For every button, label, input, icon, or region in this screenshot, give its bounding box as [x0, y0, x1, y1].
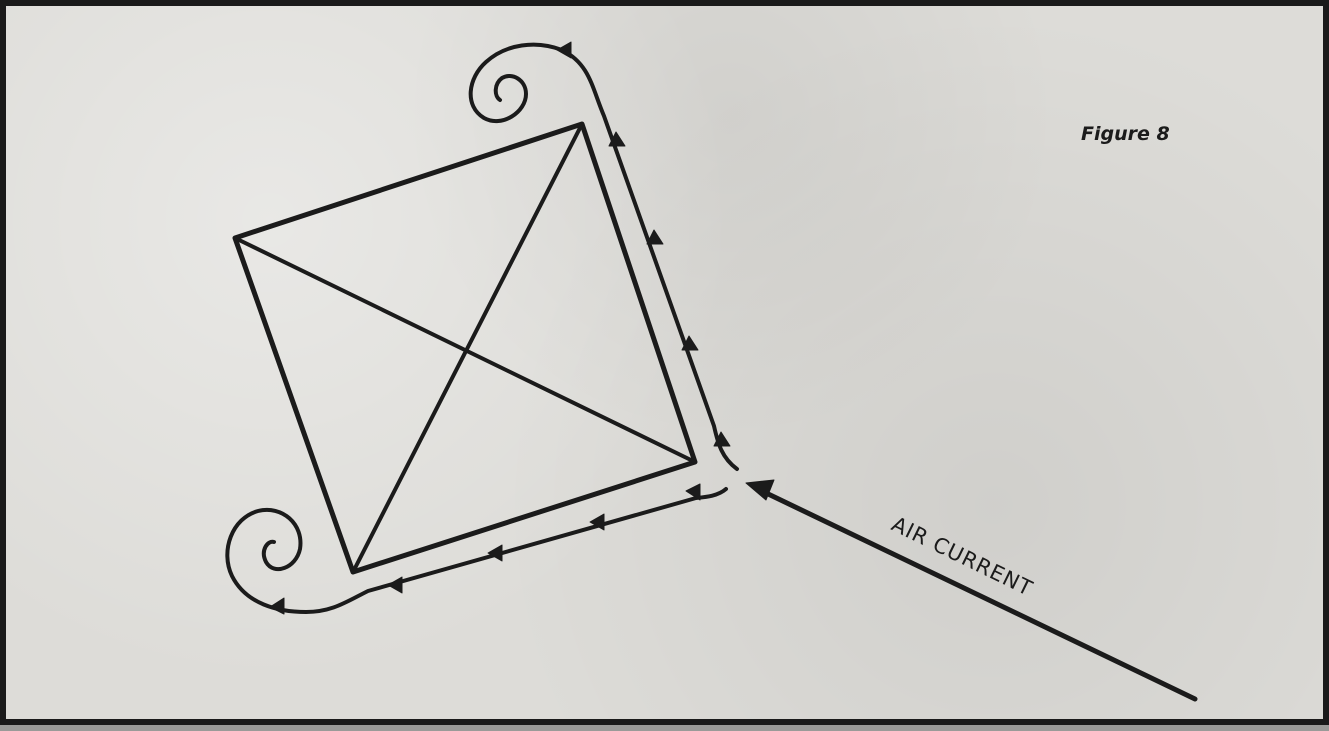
airflow-arrowhead — [488, 545, 502, 561]
airflow-arrowhead — [647, 230, 663, 244]
figure-caption: Figure 8 — [1081, 123, 1170, 145]
airflow-arrowhead — [270, 598, 284, 614]
air-current-arrow-shaft — [764, 492, 1195, 699]
kite-airflow-diagram: AIR CURRENT Figure 8 — [6, 6, 1329, 731]
airflow-arrowhead — [388, 577, 402, 593]
kite-diagonal-vertical — [353, 124, 582, 572]
airflow-arrowhead — [557, 42, 571, 58]
lower-airflow-path — [227, 489, 726, 612]
upper-airflow-path — [471, 45, 737, 469]
